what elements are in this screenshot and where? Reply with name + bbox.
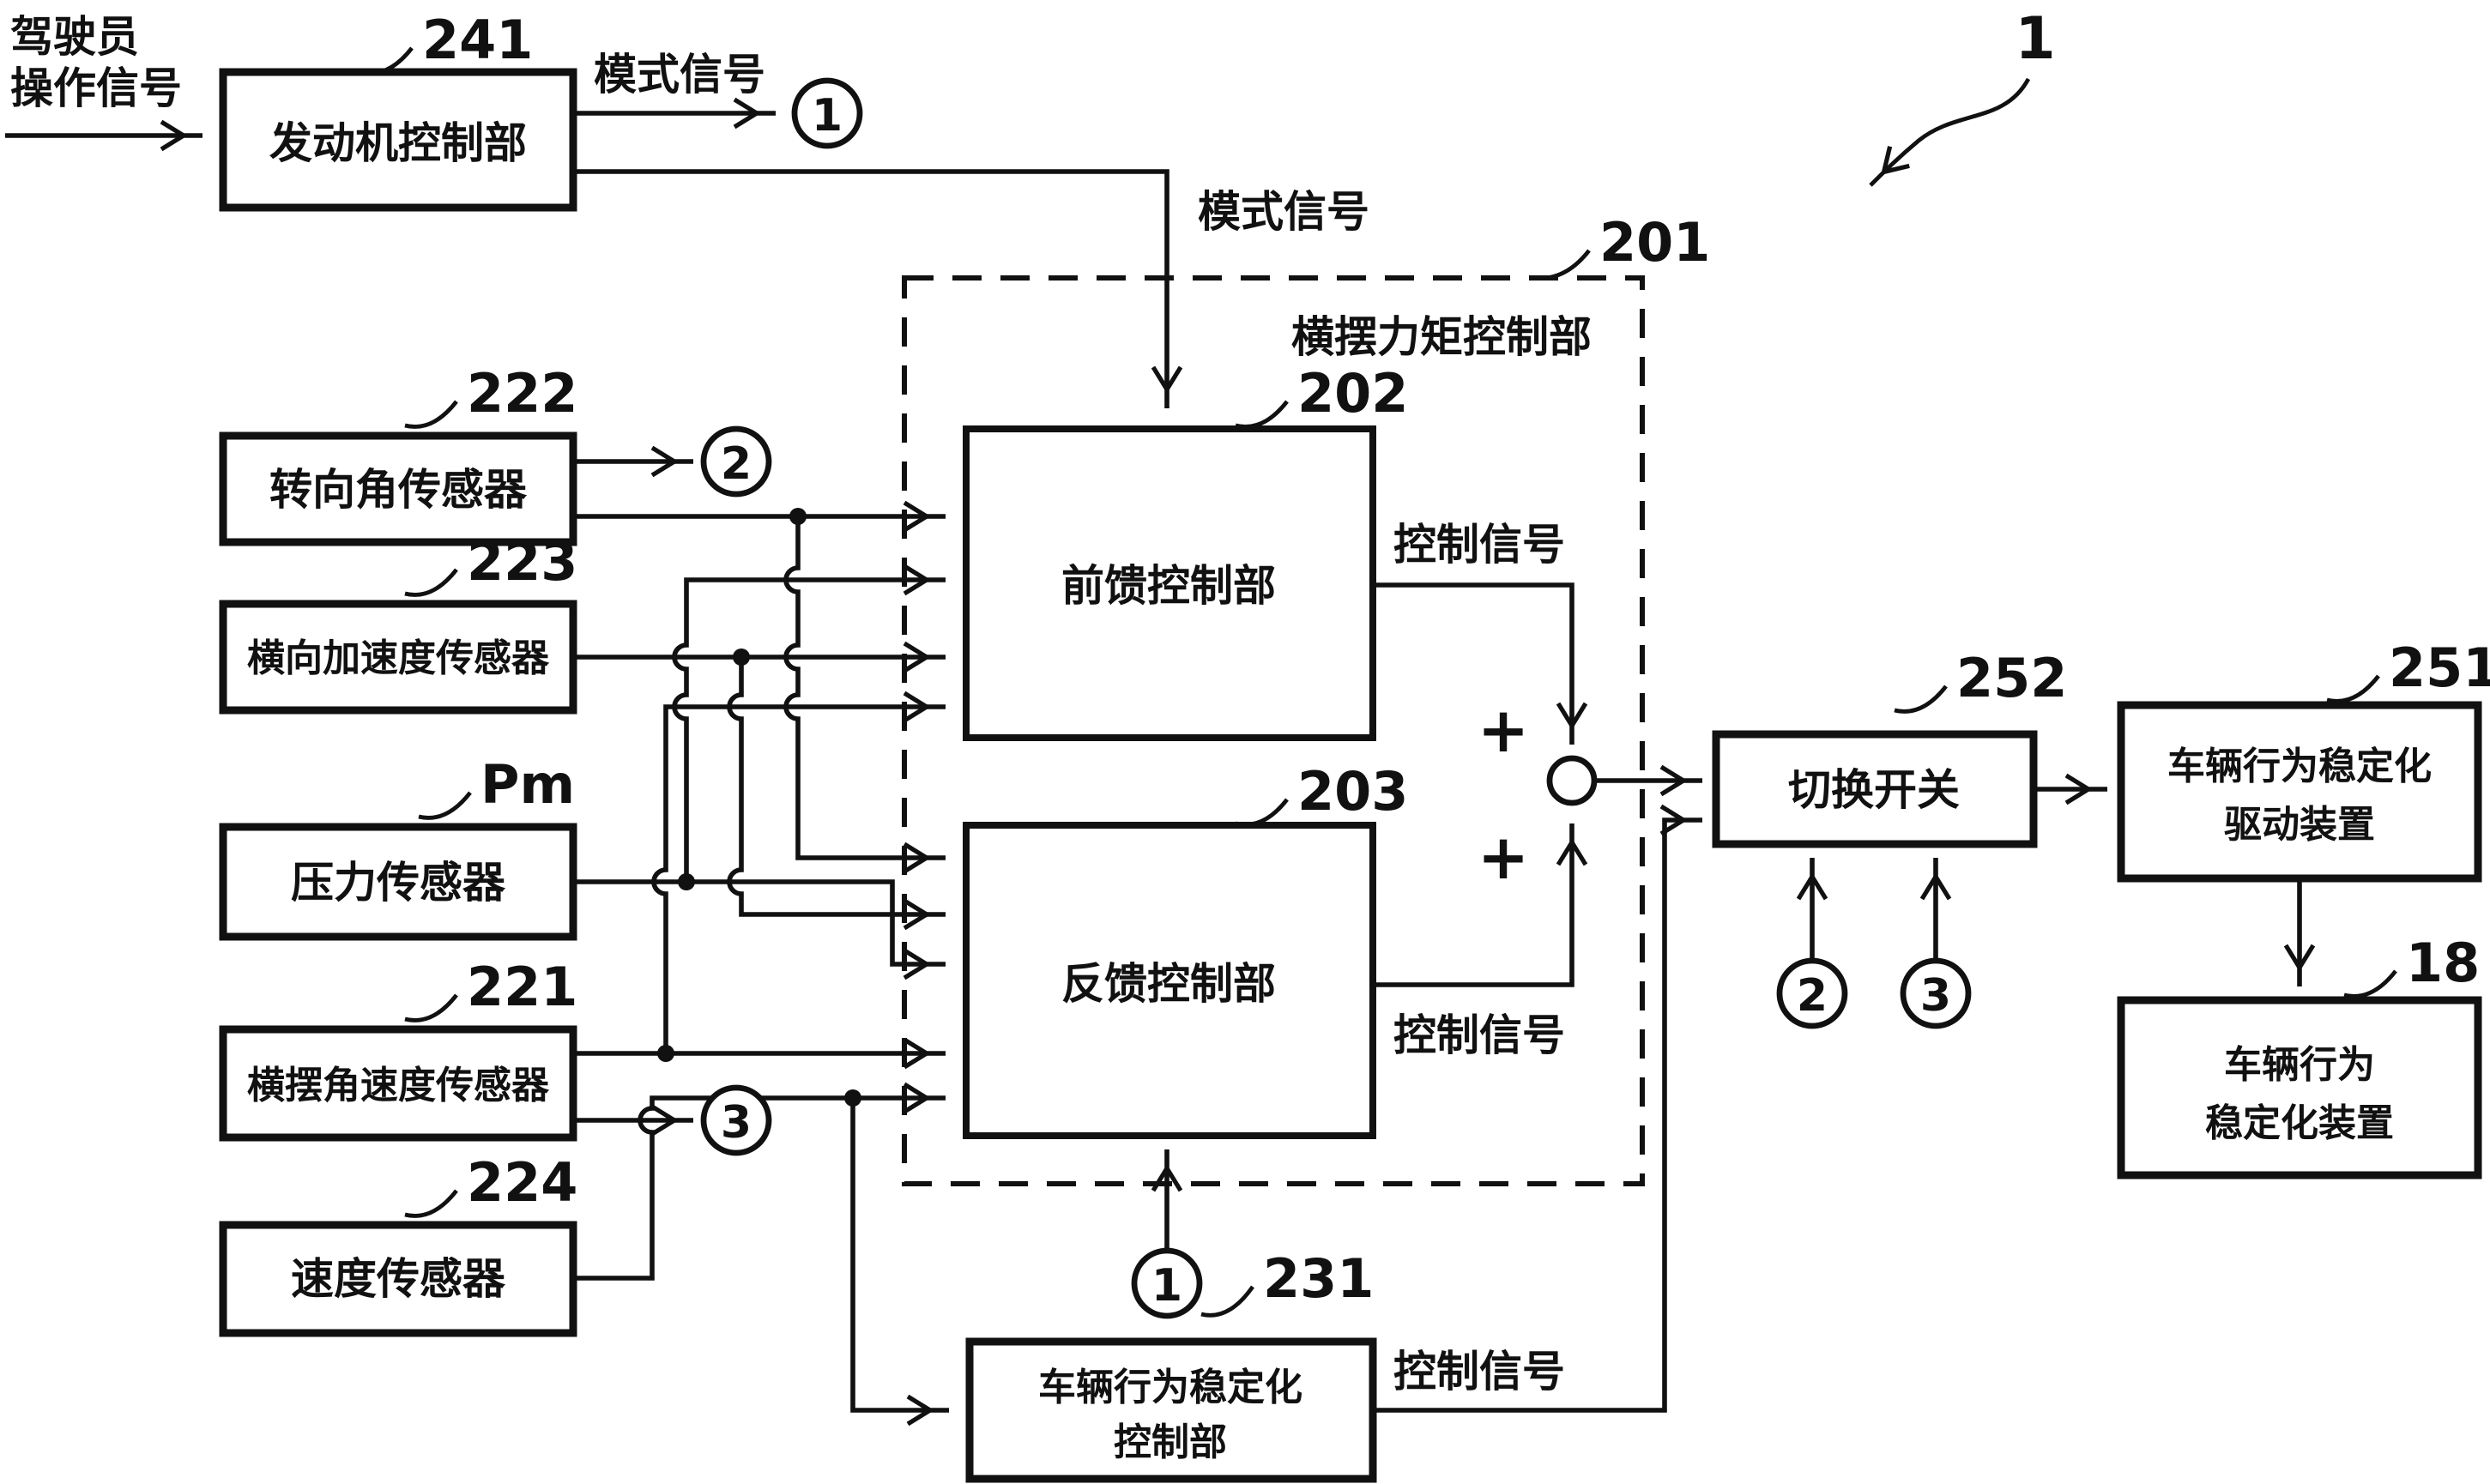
connector-1-bottom: 1 <box>1134 1251 1200 1316</box>
block-steering-sensor: 转向角传感器 222 <box>223 362 577 542</box>
ref-201: 201 <box>1599 211 1710 274</box>
figure-number: 1 <box>1871 5 2056 185</box>
ref-231: 231 <box>1263 1247 1374 1310</box>
block-lateral-accel-sensor: 横向加速度传感器 223 <box>223 530 577 710</box>
svg-text:1: 1 <box>1151 1260 1182 1312</box>
block-pressure-sensor: 压力传感器 Pm <box>223 753 575 937</box>
ref-221: 221 <box>467 956 577 1018</box>
control-signal-vbs-label: 控制信号 <box>1393 1347 1565 1397</box>
connector-2-left: 2 <box>704 429 769 494</box>
plus-bottom-label: + <box>1478 821 1529 893</box>
driver-signal-label-line2: 操作信号 <box>10 63 182 113</box>
block-stabilization-drive: 车辆行为稳定化 驱动装置 251 <box>2121 636 2490 878</box>
svg-text:1: 1 <box>2015 5 2055 73</box>
device-label-line1: 车辆行为 <box>2224 1043 2375 1087</box>
ref-224: 224 <box>467 1151 577 1214</box>
svg-text:2: 2 <box>721 438 752 490</box>
speed-label: 速度传感器 <box>291 1254 506 1304</box>
block-engine-controller: 发动机控制部 241 <box>223 9 573 208</box>
drive-label-line1: 车辆行为稳定化 <box>2167 745 2432 788</box>
ref-251: 251 <box>2389 636 2490 699</box>
plus-top-label: + <box>1478 694 1529 766</box>
wire-feedback-to-sum <box>1373 823 1572 985</box>
ref-202: 202 <box>1297 362 1408 425</box>
mode-signal-top-label: 模式信号 <box>594 50 765 100</box>
connector-3-switch: 3 <box>1903 961 1968 1026</box>
svg-text:3: 3 <box>721 1097 752 1149</box>
ref-222: 222 <box>467 362 577 425</box>
ref-241: 241 <box>422 9 533 71</box>
feedback-label: 反馈控制部 <box>1061 959 1276 1009</box>
wire-feedforward-to-sum <box>1373 585 1572 745</box>
wire-pressure-to-feedback <box>573 882 946 964</box>
driver-signal-label-line1: 驾驶员 <box>10 12 139 62</box>
svg-text:1: 1 <box>812 90 843 142</box>
control-signal-ff-label: 控制信号 <box>1393 520 1565 570</box>
yaw-moment-label: 横摆力矩控制部 <box>1291 312 1592 362</box>
switch-label: 切换开关 <box>1788 765 1960 815</box>
wire-steering-branch-to-feedback <box>786 516 946 858</box>
connector-1-top: 1 <box>795 81 860 146</box>
ref-pm: Pm <box>480 753 575 816</box>
wire-vbscontrol-to-switch <box>1373 820 1702 1410</box>
ref-252: 252 <box>1956 647 2067 709</box>
block-speed-sensor: 速度传感器 224 <box>223 1151 577 1333</box>
vbscontrol-label-line1: 车辆行为稳定化 <box>1038 1366 1302 1409</box>
mode-signal-mid-label: 模式信号 <box>1198 187 1369 237</box>
summing-junction: + + <box>1478 694 1594 893</box>
ref-223: 223 <box>467 530 577 593</box>
svg-text:3: 3 <box>1920 970 1951 1022</box>
block-feedback-controller: 反馈控制部 203 <box>966 760 1408 1136</box>
wire-mode-signal-to-feedforward <box>573 172 1167 408</box>
ref-18: 18 <box>2406 932 2480 994</box>
steering-label: 转向角传感器 <box>269 465 528 515</box>
feedforward-label: 前馈控制部 <box>1061 561 1276 611</box>
device-label-line2: 稳定化装置 <box>2205 1101 2394 1145</box>
control-signal-fb-label: 控制信号 <box>1393 1010 1565 1060</box>
block-yawrate-sensor: 横摆角速度传感器 221 <box>223 956 577 1137</box>
block-switch: 切换开关 252 <box>1716 647 2067 844</box>
drive-label-line2: 驱动装置 <box>2224 803 2375 847</box>
wire-lateral-branch-to-feedback <box>729 657 946 914</box>
engine-label: 发动机控制部 <box>269 118 527 168</box>
vbscontrol-label-line2: 控制部 <box>1114 1421 1227 1464</box>
connector-2-switch: 2 <box>1780 961 1845 1026</box>
pressure-label: 压力传感器 <box>291 858 506 908</box>
wire-speed-branch-to-vbscontrol <box>853 1098 949 1410</box>
svg-text:2: 2 <box>1797 970 1828 1022</box>
yawrate-label: 横摆角速度传感器 <box>247 1064 550 1107</box>
ref-203: 203 <box>1297 760 1408 823</box>
connector-3-left: 3 <box>704 1088 769 1153</box>
block-feedforward-controller: 前馈控制部 202 <box>966 362 1408 738</box>
lateral-label: 横向加速度传感器 <box>247 636 550 680</box>
